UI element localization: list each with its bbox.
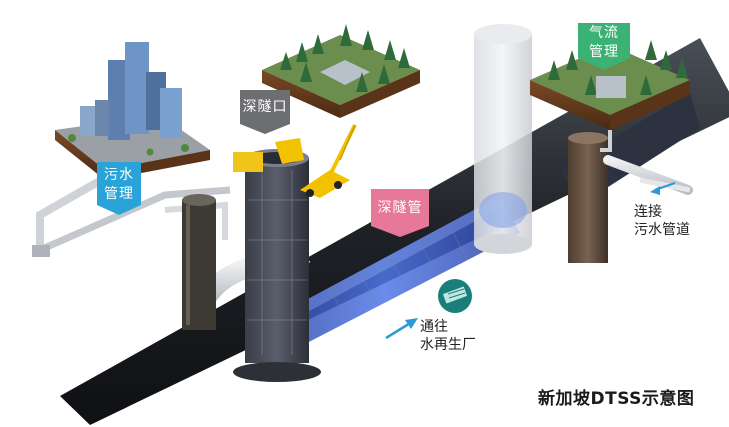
water-reclamation-plant-icon <box>438 279 472 313</box>
connect-sewer-line1: 连接 <box>634 204 662 220</box>
airflow-management-badge: 气流 管理 <box>578 24 630 62</box>
reclamation-arrow <box>385 318 418 340</box>
right-dropshaft <box>568 130 612 263</box>
sewage-management-badge: 污水 管理 <box>97 162 141 208</box>
badge-shapes <box>97 23 630 237</box>
main-shaft <box>233 149 321 382</box>
water-reclamation-line2: 水再生厂 <box>420 337 476 353</box>
ghost-shaft <box>474 24 532 254</box>
city-block <box>55 42 210 180</box>
airflow-block <box>530 40 690 130</box>
connect-sewer-line2: 污水管道 <box>634 222 690 238</box>
sewage-management-line2: 管理 <box>104 186 134 202</box>
diagram-caption: 新加坡DTSS示意图 <box>538 389 695 409</box>
deep-tunnel-shaft-label: 深隧口 <box>242 98 288 115</box>
water-reclamation-line1: 通往 <box>420 319 448 335</box>
crane-truck <box>275 124 357 198</box>
sewer-connector-pipe <box>603 155 693 195</box>
deep-tunnel-pipe-label: 深隧管 <box>377 199 423 216</box>
water-reclamation-label: 通往 水再生厂 <box>420 318 476 354</box>
left-dropshaft <box>182 194 216 330</box>
connect-sewer-label: 连接 污水管道 <box>634 203 690 239</box>
sewage-management-line1: 污水 <box>104 167 134 183</box>
deep-tunnel-shaft-badge: 深隧口 <box>240 92 290 122</box>
airflow-management-line1: 气流 <box>589 25 619 41</box>
deep-tunnel-pipe-badge: 深隧管 <box>371 192 429 224</box>
airflow-management-line2: 管理 <box>589 44 619 60</box>
forest-block-centre <box>262 24 420 118</box>
